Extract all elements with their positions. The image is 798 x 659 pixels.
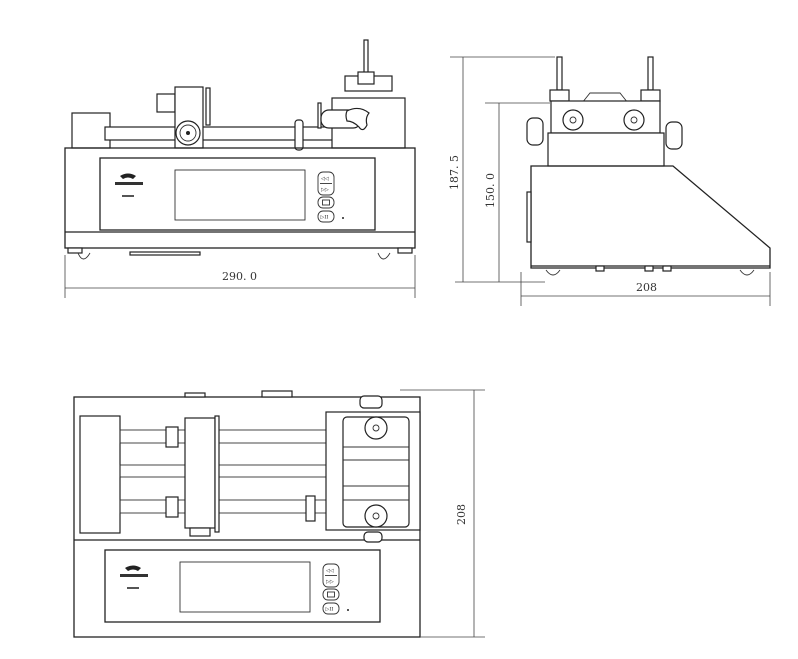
side-total-height-label: 187. 5 — [448, 155, 461, 190]
side-depth-label: 208 — [636, 281, 657, 294]
top-depth-label: 208 — [455, 504, 468, 525]
front-view: 290. 0 — [64, 39, 416, 298]
side-body-height-label: 150. 0 — [484, 173, 497, 208]
side-view: 187. 5 150. 0 208 — [448, 56, 771, 306]
top-view: 208 — [73, 389, 485, 638]
front-width-label: 290. 0 — [222, 270, 257, 283]
